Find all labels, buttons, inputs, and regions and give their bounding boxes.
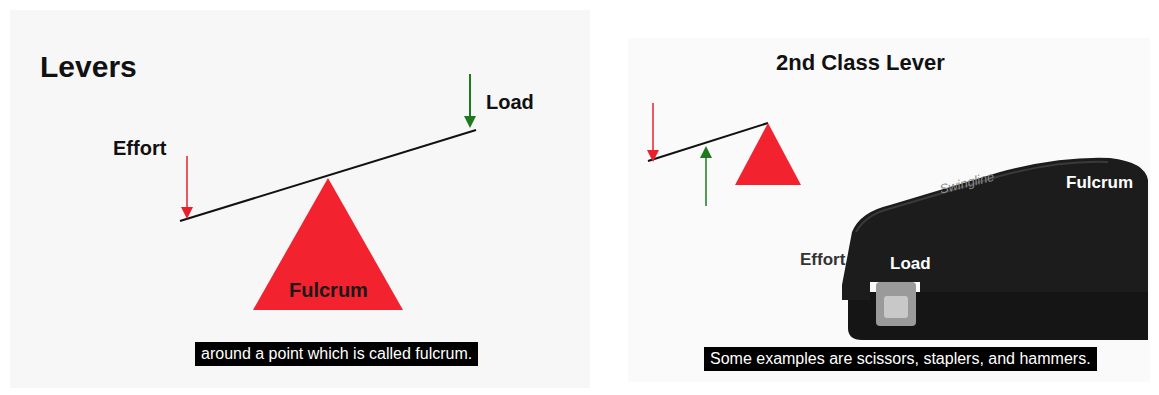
right-panel — [628, 38, 1150, 382]
effort-arrow — [186, 156, 188, 213]
caption-text: Some examples are scissors, staplers, an… — [710, 350, 1091, 368]
caption-band: Some examples are scissors, staplers, an… — [704, 347, 1097, 371]
panel-title: Levers — [40, 50, 137, 84]
load-label: Load — [486, 91, 534, 114]
fulcrum-triangle: Fulcrum — [253, 178, 403, 310]
load-arrow — [469, 74, 471, 122]
stapler-metal — [876, 282, 916, 326]
effort-arrow — [652, 103, 654, 156]
load-label: Load — [890, 254, 931, 274]
stapler-metal — [884, 296, 908, 318]
fulcrum-label: Fulcrum — [1066, 173, 1133, 193]
fulcrum-triangle — [735, 123, 801, 185]
left-panel — [10, 10, 590, 388]
caption-band: around a point which is called fulcrum. — [195, 342, 478, 366]
triangle-fill — [253, 178, 403, 310]
effort-label: Effort — [800, 250, 845, 270]
fulcrum-label: Fulcrum — [289, 279, 368, 302]
panel-title: 2nd Class Lever — [776, 50, 945, 76]
stapler-base — [848, 292, 1148, 340]
load-arrow — [705, 152, 707, 206]
stapler-highlight — [856, 162, 1108, 232]
effort-label: Effort — [113, 137, 166, 160]
caption-text: around a point which is called fulcrum. — [201, 345, 472, 363]
lever-bar — [648, 123, 768, 161]
stapler-arm — [842, 158, 1148, 300]
